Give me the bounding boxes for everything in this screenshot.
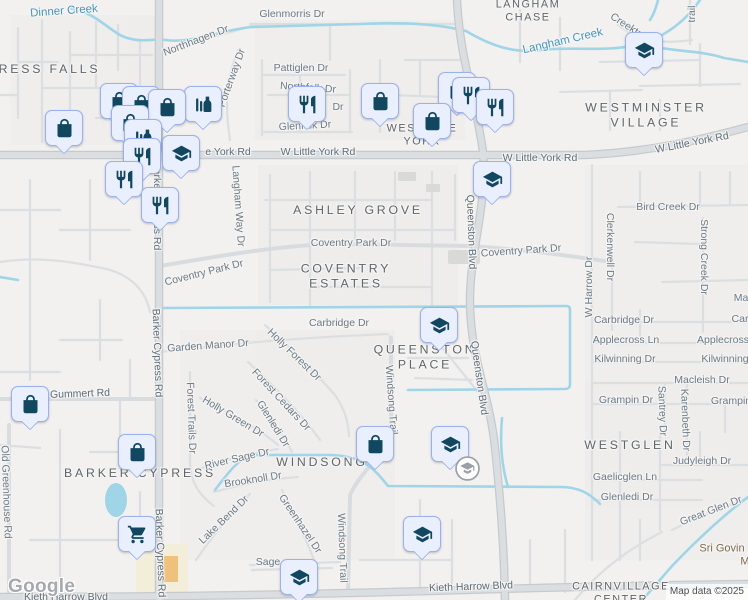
- street-label: Clerkenwell Dr: [604, 212, 617, 282]
- street-label: Bird Creek Dr: [636, 200, 700, 213]
- shopping-bag-marker[interactable]: [11, 386, 49, 422]
- shopping-bag-marker[interactable]: [361, 83, 399, 119]
- graduation-cap-icon: [482, 169, 503, 190]
- street-label: Glenmorris Dr: [259, 7, 325, 20]
- buildings: [398, 172, 480, 264]
- street-label: W Harrow Dr: [582, 256, 595, 318]
- area-label: COVENTRY ESTATES: [300, 261, 392, 291]
- shopping-bag-icon: [54, 118, 75, 139]
- restaurant-marker[interactable]: [288, 86, 326, 122]
- street-label: Applecross Ln: [592, 333, 660, 346]
- road-label: W Little York Rd: [280, 145, 356, 158]
- street-label: Windsong Trail: [334, 513, 350, 583]
- google-logo: Google: [8, 576, 76, 597]
- graduation-cap-marker[interactable]: [473, 161, 511, 197]
- area-label: LANGHAM CHASE: [495, 0, 561, 23]
- restaurant-marker[interactable]: [476, 89, 514, 125]
- road-label: Kieth Harrow Blvd: [23, 590, 109, 600]
- graduation-cap-icon: [429, 315, 450, 336]
- poi-label: Sri Govin: [699, 542, 745, 555]
- graduation-cap-icon: [289, 567, 310, 588]
- street-label: Gaelicglen Ln: [592, 470, 658, 483]
- graduation-cap-marker[interactable]: [431, 426, 469, 462]
- graduation-cap-marker[interactable]: [162, 135, 200, 171]
- pond: [105, 483, 127, 517]
- shopping-bag-icon: [370, 91, 391, 112]
- street-label: Karenbeth Dr: [678, 388, 693, 452]
- area-label: CAIRNVILLAGE CENTER: [572, 580, 670, 600]
- restaurant-icon: [485, 97, 506, 118]
- street-label: Macleish Dr: [674, 373, 730, 386]
- street-label: Kilwinning Dr: [594, 352, 656, 365]
- street-label: Grampin Dr: [598, 393, 654, 406]
- area-label: PRESS FALLS: [0, 61, 101, 76]
- shopping-bag-marker[interactable]: [356, 426, 394, 462]
- road-label: Gummert Rd: [49, 386, 111, 401]
- street-label: Glenledi Dr: [600, 490, 654, 503]
- street-label: Car: [731, 312, 748, 325]
- shopping-bag-icon: [365, 434, 386, 455]
- area-label: WESTMINSTER VILLAGE: [585, 100, 707, 130]
- graduation-cap-marker[interactable]: [625, 32, 663, 68]
- graduation-cap-icon: [634, 40, 655, 61]
- shopping-bag-marker[interactable]: [413, 103, 451, 139]
- street-label: Applecross: [697, 333, 748, 346]
- school-badge-icon: [455, 456, 480, 481]
- street-label: trail: [685, 5, 698, 23]
- graduation-cap-icon: [440, 434, 461, 455]
- restaurant-marker[interactable]: [105, 161, 143, 197]
- street-label: Carbridge Dr: [593, 313, 655, 326]
- shopping-bag-marker[interactable]: [45, 110, 83, 146]
- restaurant-icon: [114, 169, 135, 190]
- street-label: Strong Creek Dr: [698, 219, 711, 295]
- graduation-cap-marker[interactable]: [403, 516, 441, 552]
- map-attribution: Map data ©2025: [665, 584, 748, 600]
- shopping-cart-marker[interactable]: [118, 516, 156, 552]
- street-label: Kilwinning: [701, 352, 748, 365]
- restaurant-icon: [150, 195, 171, 216]
- graduation-cap-marker[interactable]: [280, 559, 318, 595]
- restaurant-icon: [297, 94, 318, 115]
- area-label: WESTGLEN: [584, 437, 676, 452]
- shopping-bag-icon: [127, 442, 148, 463]
- road-label: W Little York Rd: [502, 151, 578, 164]
- restaurant-icon: [461, 85, 482, 106]
- shopping-cart-icon: [127, 524, 148, 545]
- graduation-cap-marker[interactable]: [420, 307, 458, 343]
- street-label: Sage: [255, 555, 281, 568]
- shopping-bag-icon: [422, 111, 443, 132]
- street-label: Pattiglen Dr: [273, 61, 329, 74]
- shopping-bag-icon: [20, 394, 41, 415]
- street-label: Coventry Park Dr: [310, 236, 392, 249]
- street-label: Forest Trails Dr: [183, 381, 199, 455]
- bottles-icon: [193, 94, 214, 115]
- bottles-marker[interactable]: [184, 86, 222, 122]
- street-label: Judyleigh Dr: [672, 454, 732, 467]
- graduation-cap-icon: [412, 524, 433, 545]
- area-label: QUEENSTON PLACE: [373, 342, 477, 372]
- graduation-cap-icon: [171, 143, 192, 164]
- road-label: e York Rd: [205, 145, 251, 158]
- shopping-bag-icon: [157, 97, 178, 118]
- poi-label: M: [740, 555, 748, 568]
- area-label: WINDSONG: [276, 454, 368, 469]
- street-label: Carbridge Dr: [308, 316, 370, 329]
- street-label: Ma: [733, 291, 748, 304]
- area-label: BARKER CYPRESS: [64, 465, 216, 480]
- school-badge-marker[interactable]: [455, 456, 480, 481]
- restaurant-marker[interactable]: [141, 187, 179, 223]
- street-label: Grampin: [710, 394, 748, 407]
- shopping-bag-marker[interactable]: [118, 434, 156, 470]
- area-label: ASHLEY GROVE: [293, 202, 423, 217]
- road-label: Queenston Blvd: [463, 194, 479, 270]
- street-label: Dr: [332, 100, 344, 113]
- street-label: Santrey Dr: [655, 385, 670, 437]
